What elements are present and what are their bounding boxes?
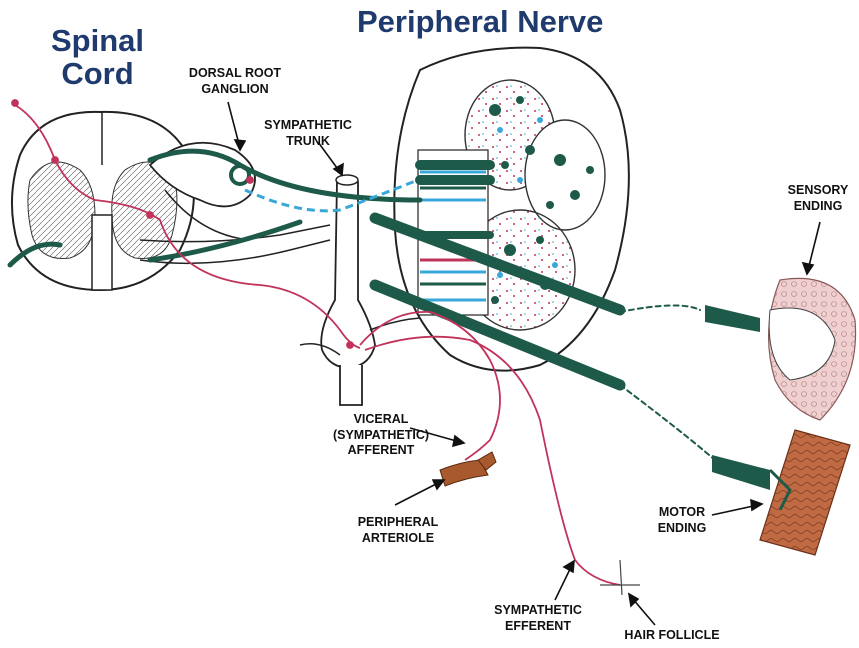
sensory-ending-illustration — [705, 278, 856, 420]
dorsal-root-ganglion-label: DORSAL ROOT GANGLION — [180, 66, 290, 97]
visceral-afferent-label: VICERAL (SYMPATHETIC) AFFERENT — [326, 412, 436, 459]
spinal-cord-title-line2: Cord — [40, 58, 155, 91]
hair-follicle-label: HAIR FOLLICLE — [612, 628, 732, 644]
motor-ending-label-line1: MOTOR — [652, 505, 712, 521]
hair-follicle-illustration — [600, 560, 640, 595]
motor-ending-label: MOTOR ENDING — [652, 505, 712, 536]
peripheral-arteriole-label-line1: PERIPHERAL — [348, 515, 448, 531]
peripheral-nerve-section — [394, 48, 629, 371]
sympathetic-efferent-label-line2: EFFERENT — [488, 619, 588, 635]
sympathetic-efferent-label-line1: SYMPATHETIC — [488, 603, 588, 619]
motor-ending-label-line2: ENDING — [652, 521, 712, 537]
motor-ending-illustration — [712, 430, 850, 555]
visceral-afferent-label-line3: AFFERENT — [326, 443, 436, 459]
sympathetic-efferent-label: SYMPATHETIC EFFERENT — [488, 603, 588, 634]
sensory-ending-label: SENSORY ENDING — [778, 183, 858, 214]
visceral-afferent-label-line1: VICERAL — [326, 412, 436, 428]
dorsal-root-ganglion-label-line2: GANGLION — [180, 82, 290, 98]
visceral-afferent-label-line2: (SYMPATHETIC) — [326, 428, 436, 444]
peripheral-arteriole-label-line2: ARTERIOLE — [348, 531, 448, 547]
sympathetic-trunk-label-line1: SYMPATHETIC — [258, 118, 358, 134]
spinal-cord-title-line1: Spinal — [40, 25, 155, 58]
sensory-ending-label-line1: SENSORY — [778, 183, 858, 199]
sympathetic-trunk-label-line2: TRUNK — [258, 134, 358, 150]
sensory-ending-label-line2: ENDING — [778, 199, 858, 215]
dorsal-root-ganglion-label-line1: DORSAL ROOT — [180, 66, 290, 82]
sympathetic-trunk-label: SYMPATHETIC TRUNK — [258, 118, 358, 149]
peripheral-nerve-title: Peripheral Nerve — [357, 6, 603, 39]
peripheral-arteriole-label: PERIPHERAL ARTERIOLE — [348, 515, 448, 546]
spinal-cord-title: Spinal Cord — [40, 25, 155, 90]
